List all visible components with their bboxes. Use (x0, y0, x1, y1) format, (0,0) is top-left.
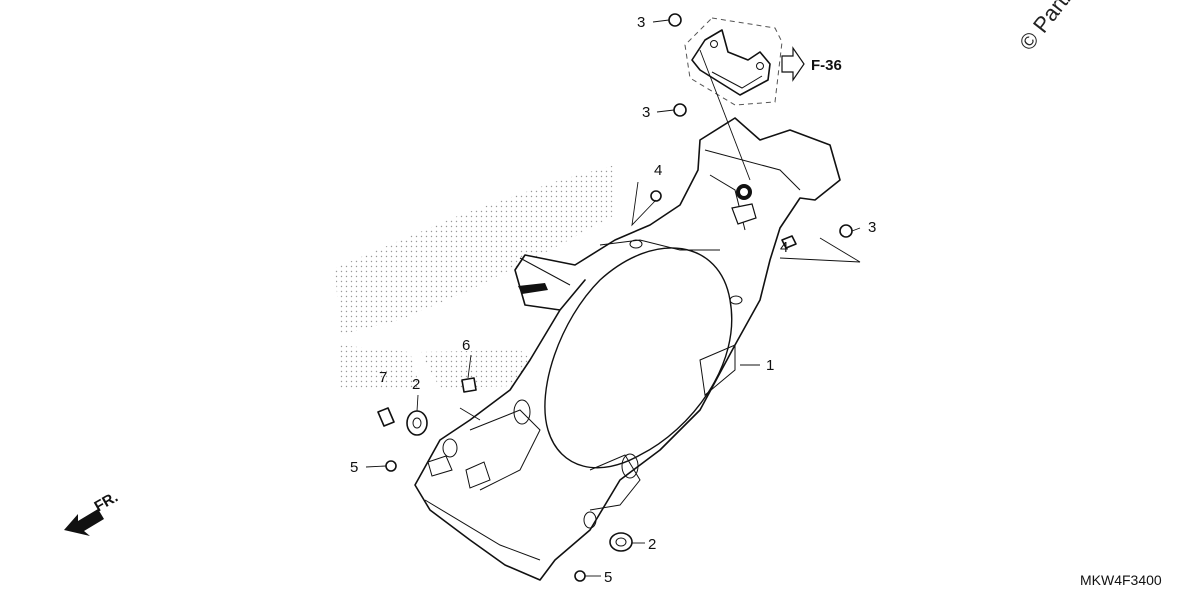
callout-4-left: 4 (654, 162, 662, 179)
callout-2-left: 2 (412, 376, 420, 393)
callout-3-upper: 3 (642, 104, 650, 121)
callout-3-right: 3 (868, 219, 876, 236)
callout-1: 1 (766, 357, 774, 374)
callout-5-bottom: 5 (604, 569, 612, 586)
front-direction-arrow: FR. (64, 489, 121, 536)
callout-4-right: 4 (780, 239, 788, 256)
reference-arrow: F-36 (781, 46, 842, 82)
callout-7: 7 (379, 369, 387, 386)
callout-5-left: 5 (350, 459, 358, 476)
drawing-code: MKW4F3400 (1080, 572, 1162, 588)
watermark-text: © Partz (1014, 0, 1079, 55)
upper-bracket (684, 17, 783, 106)
callout-numbers: 3 3 3 4 4 1 6 7 2 5 2 5 (350, 14, 876, 586)
callout-2-right: 2 (648, 536, 656, 553)
main-frame (414, 117, 841, 581)
callout-6: 6 (462, 337, 470, 354)
reference-label: F-36 (811, 57, 842, 74)
small-parts (377, 13, 853, 582)
leader-lines (365, 19, 861, 577)
callout-3-top: 3 (637, 14, 645, 31)
